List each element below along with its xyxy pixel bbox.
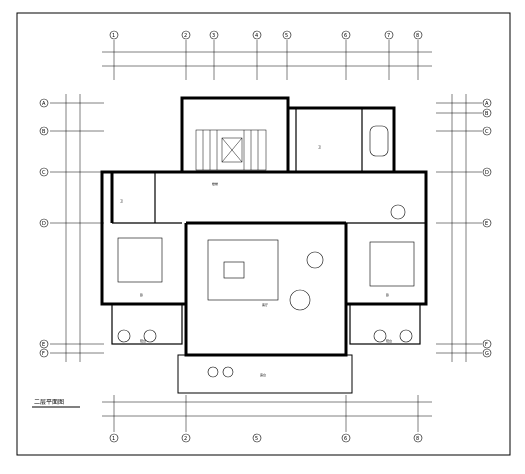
- axis-label-top: 6: [344, 33, 347, 39]
- beds: [117, 237, 415, 287]
- drawing-border: [16, 12, 511, 456]
- axis-label-right: E: [485, 221, 488, 227]
- axis-label-bottom: 1: [112, 436, 115, 442]
- axis-label-bottom: 2: [184, 436, 187, 442]
- axis-label-top: 5: [285, 33, 288, 39]
- furniture: [117, 125, 413, 378]
- bottom-dimensions: [102, 395, 432, 432]
- room-label: 卧: [140, 292, 143, 297]
- left-dimensions: [50, 94, 104, 362]
- axis-label-top: 2: [184, 33, 187, 39]
- room-label: 楼梯: [212, 181, 218, 186]
- terrace: [177, 354, 353, 394]
- axis-label-bottom: 8: [416, 436, 419, 442]
- room-label: 卧: [386, 292, 389, 297]
- axis-bubbles-left: [39, 98, 49, 358]
- axis-label-right: F: [485, 342, 488, 348]
- axis-label-bottom: 6: [344, 436, 347, 442]
- room-label: 露台: [260, 372, 266, 377]
- axis-bubbles-right: [482, 98, 492, 358]
- axis-label-left: A: [42, 101, 46, 107]
- axis-label-top: 8: [416, 33, 419, 39]
- drawing-title: 二层平面图: [34, 399, 64, 406]
- room-label: 阳台: [386, 338, 392, 343]
- axis-label-left: E: [42, 342, 45, 348]
- axis-label-left: C: [42, 170, 46, 176]
- axis-label-bottom: 5: [255, 436, 258, 442]
- room-label: 客厅: [262, 302, 268, 307]
- axis-label-right: G: [485, 351, 489, 357]
- axis-label-top: 3: [212, 33, 215, 39]
- walls: [100, 96, 428, 357]
- axis-label-left: F: [42, 351, 45, 357]
- axis-bubbles-top: [109, 30, 423, 40]
- right-dimensions: [436, 94, 482, 362]
- interior-walls: [111, 108, 426, 345]
- axis-label-top: 4: [255, 33, 258, 39]
- axis-label-right: A: [485, 101, 489, 107]
- top-dimensions: [102, 40, 432, 80]
- stairs: [195, 129, 267, 171]
- axis-label-right: C: [485, 129, 489, 135]
- room-label: 阳台: [140, 338, 146, 343]
- axis-label-right: B: [485, 111, 489, 117]
- axis-bubbles-bottom: [109, 433, 423, 443]
- axis-label-top: 1: [112, 33, 115, 39]
- axis-label-left: B: [42, 129, 46, 135]
- axis-label-top: 7: [387, 33, 390, 39]
- axis-label-right: D: [485, 170, 489, 176]
- room-label: 卫: [318, 145, 321, 149]
- axis-label-left: D: [42, 221, 46, 227]
- room-label: 卫: [120, 199, 123, 203]
